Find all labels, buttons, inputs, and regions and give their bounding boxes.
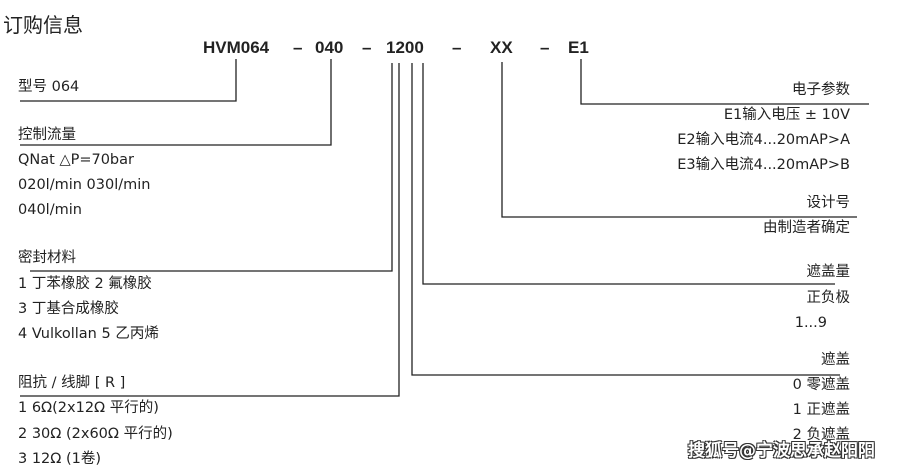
resistance-heading: 阻抗 / 线脚 [ R ]	[18, 375, 126, 391]
electronics-item: E1输入电压 ± 10V	[723, 107, 850, 123]
electronics-item: E2输入电流4...20mAP>A	[677, 132, 850, 148]
model-heading: 型号 064	[18, 79, 80, 95]
code-sep: –	[452, 38, 462, 57]
overlap-amount-heading: 遮盖量	[806, 264, 851, 280]
code-flow: 040	[315, 38, 344, 57]
code-model: HVM064	[203, 38, 270, 57]
seal-item: 1 丁苯橡胶 2 氟橡胶	[18, 276, 152, 292]
code-sep: –	[362, 38, 372, 57]
overlap-heading: 遮盖	[821, 352, 850, 368]
overlap-item: 1 正遮盖	[792, 402, 850, 418]
flow-heading: 控制流量	[18, 127, 76, 143]
seal-item: 3 丁基合成橡胶	[18, 301, 119, 317]
flow-item: 040l/min	[18, 202, 82, 218]
design-heading: 设计号	[806, 195, 851, 211]
code-sep: –	[293, 38, 303, 57]
electronics-item: E3输入电流4...20mAP>B	[677, 157, 850, 173]
code-design: XX	[490, 38, 513, 57]
flow-item: QNat △P=70bar	[18, 152, 134, 168]
code-mid: 1200	[386, 38, 424, 57]
watermark: 搜狐号@宁波思承赵阳阳	[688, 441, 875, 461]
resistance-item: 2 30Ω (2x60Ω 平行的)	[18, 426, 173, 442]
seal-heading: 密封材料	[18, 250, 76, 266]
overlap-item: 2 负遮盖	[792, 427, 850, 443]
design-item: 由制造者确定	[763, 220, 850, 236]
flow-item: 020l/min 030l/min	[18, 177, 151, 193]
seal-item: 4 Vulkollan 5 乙丙烯	[18, 326, 159, 342]
electronics-heading: 电子参数	[792, 82, 850, 98]
code-sep: –	[540, 38, 550, 57]
page-title: 订购信息	[3, 13, 83, 37]
code-elec: E1	[568, 38, 589, 57]
overlap-amount-item: 正负极	[806, 290, 851, 306]
overlap-item: 0 零遮盖	[792, 377, 850, 393]
resistance-item: 3 12Ω (1卷)	[18, 451, 102, 467]
overlap-amount-item: 1...9	[794, 315, 827, 331]
resistance-item: 1 6Ω(2x12Ω 平行的)	[18, 400, 159, 416]
